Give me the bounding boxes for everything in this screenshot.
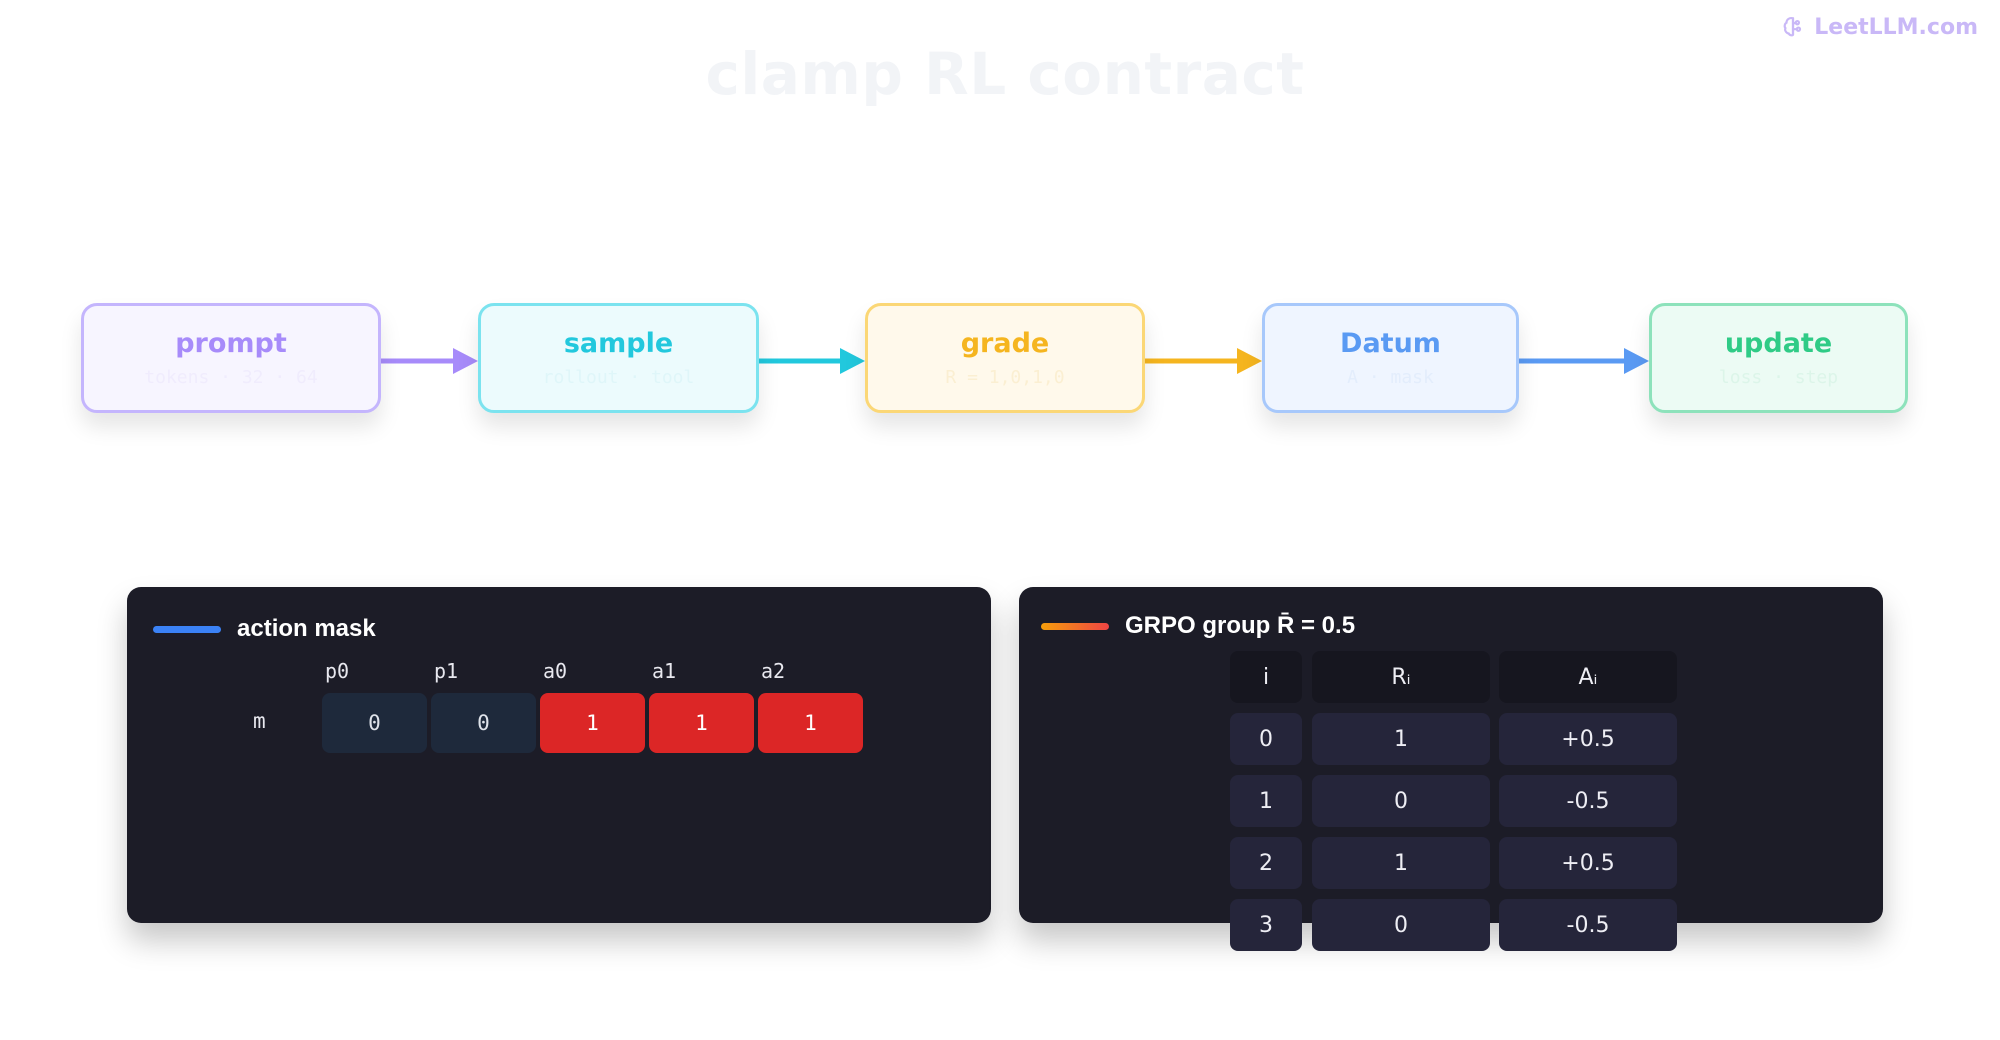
grpo-cell: +0.5 [1499, 713, 1677, 765]
grpo-cell: -0.5 [1499, 899, 1677, 951]
action-mask-panel: action mask p0 p1 a0 a1 a2 m 0 0 1 1 1 [127, 587, 991, 923]
node-update[interactable]: update loss · step [1649, 303, 1908, 413]
mask-cell: 1 [649, 693, 754, 753]
node-update-subtitle: loss · step [1718, 367, 1839, 388]
grpo-cell: -0.5 [1499, 775, 1677, 827]
node-grade-subtitle: R = 1,0,1,0 [945, 367, 1065, 388]
arrow-grade-datum [1145, 348, 1262, 374]
brand-name: LeetLLM.com [1814, 14, 1978, 40]
grpo-cell: 3 [1230, 899, 1302, 951]
accent-bar [1041, 622, 1109, 630]
grpo-cell: 0 [1312, 775, 1490, 827]
page-title: clamp RL contract [705, 40, 1305, 108]
arrow-sample-grade [759, 348, 865, 374]
node-sample[interactable]: sample rollout · tool [478, 303, 759, 413]
node-grade-title: grade [960, 328, 1050, 359]
arrow-datum-update [1519, 348, 1649, 374]
brain-icon [1783, 16, 1802, 37]
grpo-cell: 2 [1230, 837, 1302, 889]
node-sample-subtitle: rollout · tool [542, 367, 695, 388]
grpo-cell: 1 [1312, 837, 1490, 889]
mask-row-label: m [253, 709, 266, 733]
accent-bar [153, 625, 221, 633]
mask-col-header: p1 [434, 659, 459, 683]
mask-col-header: a0 [543, 659, 568, 683]
mask-col-header: a1 [652, 659, 677, 683]
grpo-header-cell: i [1230, 651, 1302, 703]
mask-cell: 1 [758, 693, 863, 753]
node-datum-title: Datum [1340, 328, 1441, 359]
grpo-header-cell: Aᵢ [1499, 651, 1677, 703]
grpo-cell: +0.5 [1499, 837, 1677, 889]
grpo-cell: 0 [1312, 899, 1490, 951]
node-prompt-title: prompt [175, 328, 287, 359]
node-datum-subtitle: A · mask [1347, 367, 1434, 388]
node-update-title: update [1724, 328, 1833, 359]
grpo-header: GRPO group R̄ = 0.5 [1041, 612, 1355, 640]
grpo-cell: 1 [1312, 713, 1490, 765]
action-mask-title: action mask [237, 615, 376, 642]
grpo-title: GRPO group R̄ = 0.5 [1125, 612, 1356, 639]
mask-cell: 1 [540, 693, 645, 753]
grpo-cell: 1 [1230, 775, 1302, 827]
node-datum[interactable]: Datum A · mask [1262, 303, 1519, 413]
node-grade[interactable]: grade R = 1,0,1,0 [865, 303, 1145, 413]
action-mask-header: action mask [153, 615, 376, 643]
mask-cell: 0 [322, 693, 427, 753]
node-prompt-subtitle: tokens · 32 · 64 [144, 367, 318, 388]
grpo-cell: 0 [1230, 713, 1302, 765]
brand-logo[interactable]: LeetLLM.com [1780, 14, 1978, 40]
node-sample-title: sample [563, 328, 674, 359]
arrow-prompt-sample [381, 348, 478, 374]
mask-col-header: p0 [325, 659, 350, 683]
mask-col-header: a2 [761, 659, 786, 683]
grpo-header-cell: Rᵢ [1312, 651, 1490, 703]
node-prompt[interactable]: prompt tokens · 32 · 64 [81, 303, 381, 413]
mask-cell: 0 [431, 693, 536, 753]
